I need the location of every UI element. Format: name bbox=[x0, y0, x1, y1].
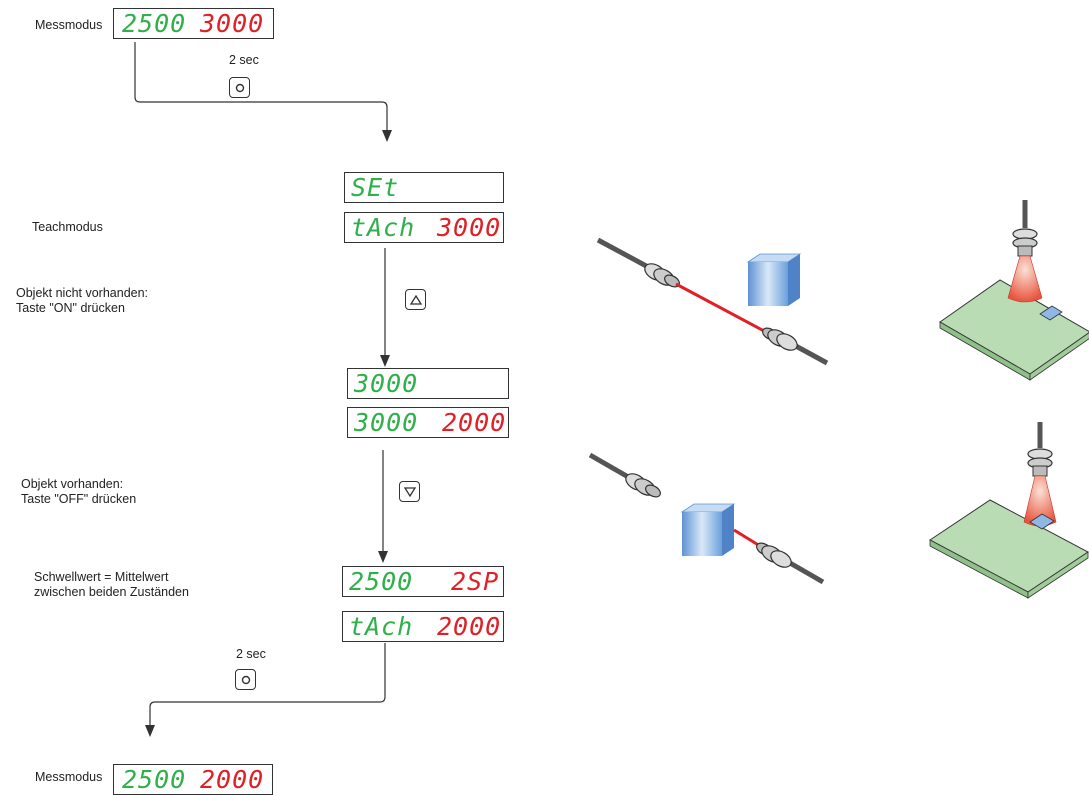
down-button[interactable] bbox=[399, 481, 420, 502]
receiver-icon bbox=[756, 542, 792, 568]
label-messmodus-bottom: Messmodus bbox=[35, 770, 103, 784]
label-object-present: Objekt vorhanden: Taste "OFF" drücken bbox=[21, 477, 137, 506]
display-left-value: tAch bbox=[351, 213, 416, 242]
label-threshold: Schwellwert = Mittelwert zwischen beiden… bbox=[34, 570, 189, 599]
display-left-value: 2500 bbox=[122, 9, 187, 38]
display-teach: tAch 3000 bbox=[344, 212, 504, 243]
label-hold-bottom: 2 sec bbox=[236, 647, 266, 661]
through-beam-absent bbox=[596, 237, 829, 366]
display-left-value: 3000 bbox=[354, 408, 419, 437]
display-right-value: 2000 bbox=[437, 612, 502, 641]
laser-beam bbox=[675, 282, 765, 333]
display-teach-result: tAch 2000 bbox=[342, 611, 504, 642]
display-left-value: SEt bbox=[351, 173, 400, 202]
emitter-icon bbox=[644, 263, 680, 288]
down-button-icon bbox=[403, 486, 416, 497]
label-hold-top: 2 sec bbox=[229, 53, 259, 67]
label-messmodus-top: Messmodus bbox=[35, 18, 103, 32]
set-button-icon bbox=[241, 675, 250, 684]
display-left-value: 3000 bbox=[354, 369, 419, 398]
set-button[interactable] bbox=[229, 77, 250, 98]
target-icon bbox=[1029, 513, 1055, 530]
connector-top bbox=[134, 42, 388, 135]
display-right-value: 3000 bbox=[200, 9, 265, 38]
display-left-value: 2500 bbox=[122, 765, 187, 794]
diffuse-sensor-present bbox=[929, 422, 1089, 599]
connector-bottom bbox=[149, 643, 386, 727]
plate-icon bbox=[929, 499, 1089, 593]
display-on-value: 3000 bbox=[347, 368, 509, 399]
display-left-value: tAch bbox=[349, 612, 414, 641]
emitter-icon bbox=[625, 473, 661, 498]
target-icon bbox=[1039, 305, 1063, 321]
display-measure-end: 2500 2000 bbox=[113, 764, 273, 795]
set-button-icon bbox=[235, 83, 244, 92]
light-cone-icon bbox=[1007, 255, 1043, 303]
up-button-icon bbox=[409, 294, 422, 305]
display-on-off: 3000 2000 bbox=[347, 407, 509, 438]
set-button[interactable] bbox=[235, 669, 256, 690]
receiver-icon bbox=[762, 327, 798, 351]
display-measure-start: 2500 3000 bbox=[113, 8, 274, 39]
display-right-value: 2SP bbox=[451, 567, 500, 596]
display-left-value: 2500 bbox=[349, 567, 414, 596]
up-button[interactable] bbox=[405, 289, 426, 310]
object-cube-icon bbox=[680, 503, 736, 556]
object-cube-icon bbox=[746, 253, 802, 306]
display-right-value: 3000 bbox=[437, 213, 502, 242]
display-set: SEt bbox=[344, 172, 504, 203]
label-object-absent: Objekt nicht vorhanden: Taste "ON" drück… bbox=[16, 286, 149, 315]
display-right-value: 2000 bbox=[200, 765, 265, 794]
through-beam-present bbox=[588, 452, 825, 585]
display-threshold: 2500 2SP bbox=[342, 566, 504, 597]
label-teachmodus: Teachmodus bbox=[32, 220, 103, 234]
display-right-value: 2000 bbox=[442, 408, 507, 437]
diffuse-sensor-absent bbox=[939, 200, 1089, 381]
laser-beam bbox=[733, 528, 761, 548]
